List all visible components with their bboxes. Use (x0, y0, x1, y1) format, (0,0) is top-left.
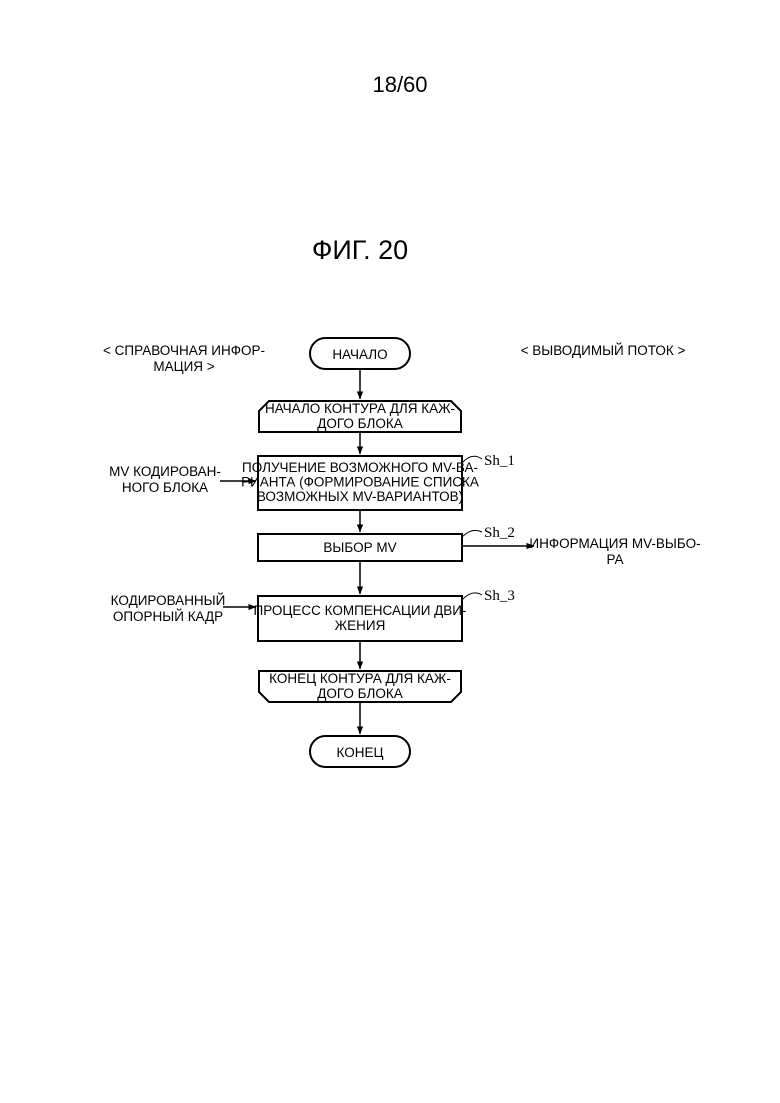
text-line: ДОГО БЛОКА (317, 416, 403, 431)
sh2-leader (462, 530, 482, 537)
step-tag-sh1: Sh_1 (484, 453, 515, 469)
text-line: КОНЕЦ КОНТУРА ДЛЯ КАЖ- (269, 671, 451, 686)
text-line: ПОЛУЧЕНИЕ ВОЗМОЖНОГО MV-ВА- (242, 460, 478, 475)
step-tag-sh3: Sh_3 (484, 588, 515, 604)
text-line: ВЫБОР MV (323, 540, 396, 555)
text-line: ОПОРНЫЙ КАДР (113, 609, 223, 624)
reference-info-label: < СПРАВОЧНАЯ ИНФОР-МАЦИЯ > (103, 343, 265, 374)
mv-selection-info-label: ИНФОРМАЦИЯ MV-ВЫБО-РА (529, 536, 700, 567)
text-line: < СПРАВОЧНАЯ ИНФОР- (103, 343, 265, 358)
text-line: РА (606, 552, 623, 567)
end-label: КОНЕЦ (337, 745, 384, 760)
encoded-block-mv-label: MV КОДИРОВАН-НОГО БЛОКА (109, 464, 221, 495)
text-line: КОДИРОВАННЫЙ (111, 593, 226, 608)
text-line: МАЦИЯ > (153, 359, 214, 374)
text-line: КОНЕЦ (337, 745, 384, 760)
mv-selection-label: ВЫБОР MV (323, 540, 396, 555)
step-tag-sh2: Sh_2 (484, 525, 515, 541)
text-line: MV КОДИРОВАН- (109, 464, 221, 479)
encoded-reference-frame-label: КОДИРОВАННЫЙОПОРНЫЙ КАДР (111, 593, 226, 624)
figure-title: ФИГ. 20 (312, 235, 408, 265)
text-line: НАЧАЛО КОНТУРА ДЛЯ КАЖ- (265, 401, 455, 416)
candidate-derivation-label: ПОЛУЧЕНИЕ ВОЗМОЖНОГО MV-ВА-РИАНТА (ФОРМИ… (241, 460, 479, 504)
text-line: ЖЕНИЯ (335, 618, 386, 633)
text-line: НАЧАЛО (332, 347, 387, 362)
loop-start-label: НАЧАЛО КОНТУРА ДЛЯ КАЖ-ДОГО БЛОКА (265, 401, 455, 431)
motion-compensation-label: ПРОЦЕСС КОМПЕНСАЦИИ ДВИ-ЖЕНИЯ (253, 603, 466, 633)
text-line: ДОГО БЛОКА (317, 686, 403, 701)
text-line: НОГО БЛОКА (122, 480, 208, 495)
page-number: 18/60 (372, 72, 427, 97)
text-line: < ВЫВОДИМЫЙ ПОТОК > (521, 343, 686, 358)
loop-end-label: КОНЕЦ КОНТУРА ДЛЯ КАЖ-ДОГО БЛОКА (269, 671, 451, 701)
output-stream-label: < ВЫВОДИМЫЙ ПОТОК > (521, 343, 686, 358)
start-label: НАЧАЛО (332, 347, 387, 362)
text-line: ИНФОРМАЦИЯ MV-ВЫБО- (529, 536, 700, 551)
text-line: РИАНТА (ФОРМИРОВАНИЕ СПИСКА (241, 475, 479, 490)
sh3-leader (462, 593, 482, 600)
text-line: ПРОЦЕСС КОМПЕНСАЦИИ ДВИ- (253, 603, 466, 618)
text-line: ВОЗМОЖНЫХ MV-ВАРИАНТОВ) (257, 489, 463, 504)
